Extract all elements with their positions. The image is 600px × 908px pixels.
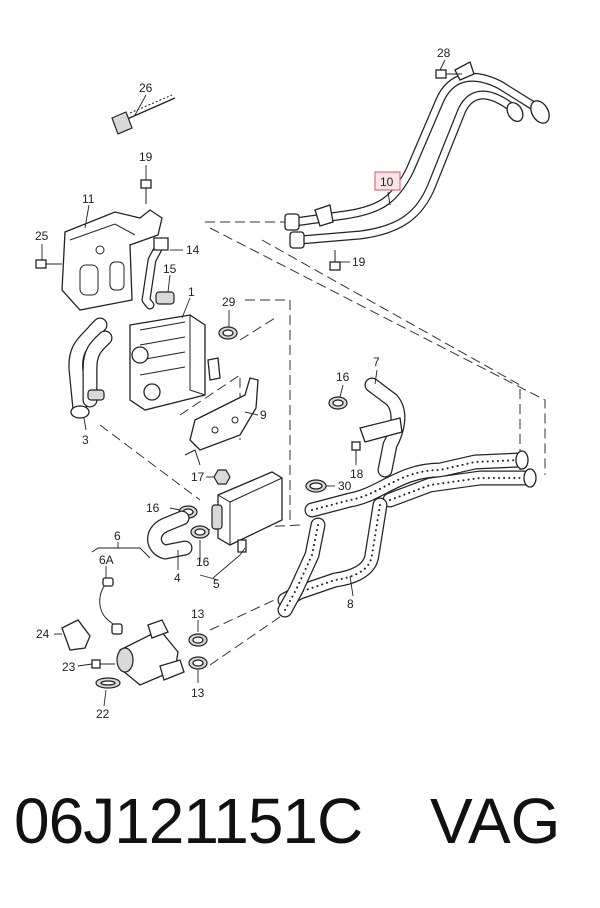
callout-11: 11 — [82, 192, 95, 206]
nut-17 — [213, 469, 231, 485]
brand-name: VAG — [430, 785, 561, 857]
callout-7: 7 — [373, 355, 380, 369]
coolant-pipe-10 — [284, 61, 550, 249]
callout-19-lower: 19 — [352, 255, 366, 269]
clamp-16-upper — [328, 396, 348, 410]
callout-24: 24 — [36, 627, 50, 641]
bolt-19-upper — [140, 179, 152, 204]
hose-4 — [147, 510, 193, 560]
hose-7 — [359, 377, 406, 478]
dashed-reference-lines — [99, 221, 546, 666]
bolt-25 — [35, 259, 62, 269]
bracket-11 — [61, 209, 163, 311]
clamp-13-upper — [188, 633, 208, 647]
callout-10-highlight — [374, 171, 401, 191]
callout-26: 26 — [139, 81, 153, 95]
callout-22: 22 — [96, 707, 110, 721]
callout-19-upper: 19 — [139, 150, 153, 164]
callout-30: 30 — [338, 479, 352, 493]
callout-10: 10 — [380, 175, 394, 189]
hose-assembly-8 — [277, 450, 537, 618]
callout-4: 4 — [174, 571, 181, 585]
clamp-16-lower — [190, 525, 210, 539]
clamp-29 — [218, 326, 238, 340]
bolt-23 — [91, 659, 115, 669]
callout-13-lower: 13 — [191, 686, 205, 700]
leader-lines — [41, 59, 446, 707]
bolt-18 — [351, 441, 361, 462]
callout-6: 6 — [114, 529, 121, 543]
callout-16-lower: 16 — [196, 555, 210, 569]
callout-13-upper: 13 — [191, 607, 205, 621]
callout-23: 23 — [62, 660, 76, 674]
hose-14 — [141, 237, 169, 310]
part-number: 06J121151C — [14, 785, 363, 857]
callout-29: 29 — [222, 295, 236, 309]
callout-9: 9 — [260, 408, 267, 422]
callout-28: 28 — [437, 46, 451, 60]
oil-cooler-1 — [129, 314, 221, 411]
bracket-9 — [184, 377, 259, 466]
callout-16-left: 16 — [146, 501, 160, 515]
clip-15 — [155, 291, 175, 305]
wiring-harness-6a — [99, 577, 123, 635]
hose-3 — [68, 317, 113, 419]
callout-14: 14 — [186, 243, 200, 257]
callout-8: 8 — [347, 597, 354, 611]
clamp-30 — [305, 479, 327, 493]
sleeve-24 — [61, 619, 91, 651]
callout-17: 17 — [191, 470, 205, 484]
cable-tie-26 — [111, 94, 176, 135]
callout-numbers: 28 26 19 10 11 25 14 19 15 1 29 7 16 9 3… — [35, 46, 451, 721]
callout-3: 3 — [82, 433, 89, 447]
reservoir-5 — [211, 471, 283, 553]
bolt-28 — [435, 69, 462, 79]
callout-16-upper: 16 — [336, 370, 350, 384]
coolant-pump-6 — [116, 619, 185, 686]
exploded-parts-diagram: 28 26 19 10 11 25 14 19 15 1 29 7 16 9 3… — [35, 46, 550, 721]
callout-6a: 6A — [99, 553, 114, 567]
callout-18: 18 — [350, 467, 364, 481]
clamp-22 — [95, 677, 121, 689]
callout-5: 5 — [213, 577, 220, 591]
clamp-13-lower — [188, 656, 208, 670]
callout-25: 25 — [35, 229, 49, 243]
callout-1: 1 — [188, 285, 195, 299]
callout-15: 15 — [163, 262, 177, 276]
bolt-19-lower — [329, 250, 341, 271]
